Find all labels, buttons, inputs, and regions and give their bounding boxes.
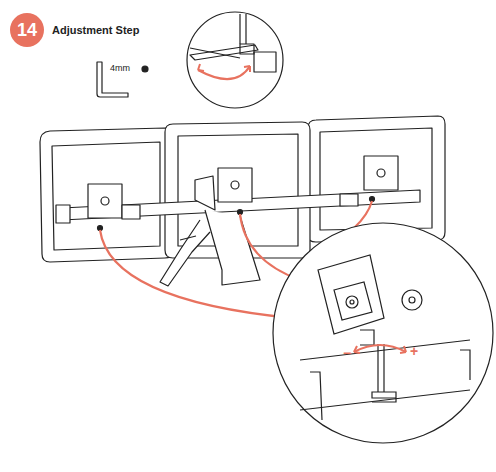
- minus-sign: −: [343, 345, 351, 361]
- step-title: Adjustment Step: [52, 24, 139, 36]
- tool-size: 4mm: [110, 63, 130, 73]
- step-number: 14: [17, 20, 37, 41]
- step-badge: 14: [10, 13, 44, 47]
- plus-sign: +: [410, 343, 418, 359]
